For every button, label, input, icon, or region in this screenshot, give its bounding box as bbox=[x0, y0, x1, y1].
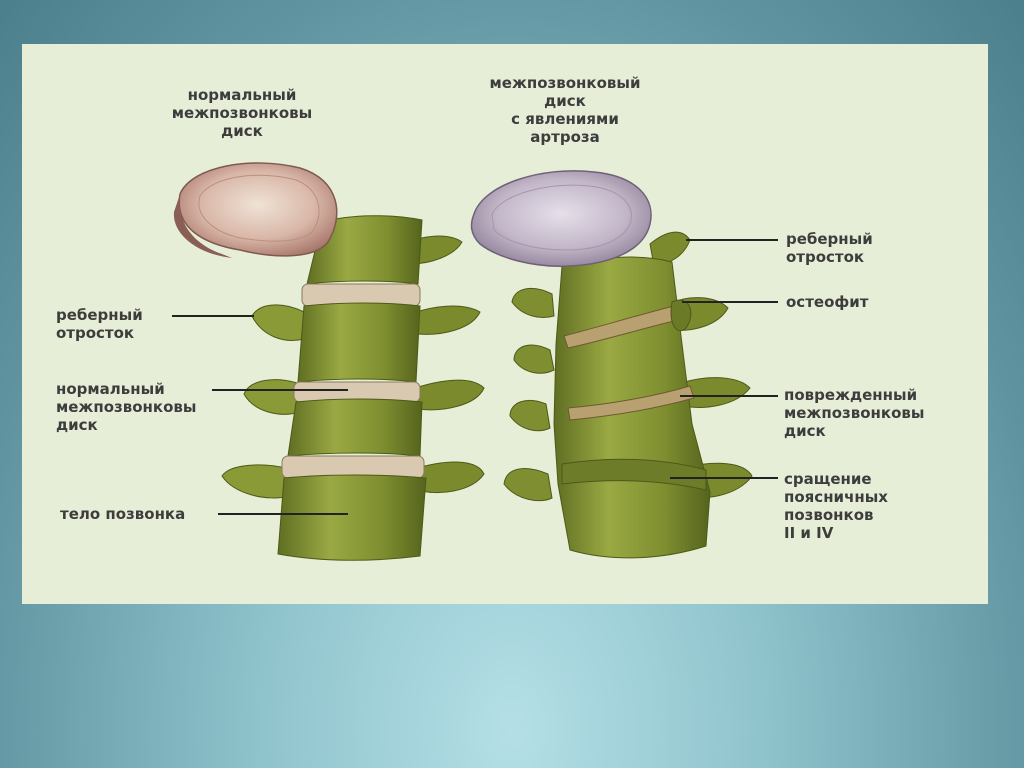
normal-disc-top bbox=[178, 162, 338, 257]
label-normal-disc-title: нормальный межпозвонковы диск bbox=[171, 86, 313, 140]
label-fusion: сращение поясничных позвонков II и IV bbox=[784, 470, 888, 542]
left-rib-process-2 bbox=[409, 305, 481, 335]
right-rib-process-d bbox=[503, 468, 553, 502]
left-rib-process-3 bbox=[411, 379, 485, 411]
left-rib-process-c bbox=[221, 464, 291, 499]
fusion-zone bbox=[561, 458, 707, 491]
right-rib-process-b bbox=[513, 344, 555, 374]
right-rib-process-a bbox=[511, 287, 555, 318]
vertebra-normal-1 bbox=[306, 215, 423, 285]
normal-spine bbox=[173, 162, 485, 561]
label-osteophyte: остеофит bbox=[786, 293, 869, 311]
label-damaged-disc: поврежденный межпозвонковы диск bbox=[784, 386, 925, 440]
normal-disc-rings bbox=[198, 174, 320, 242]
right-rib-process-3 bbox=[677, 377, 751, 408]
left-rib-process-4 bbox=[413, 461, 485, 494]
label-normal-disc-left: нормальный межпозвонковы диск bbox=[56, 380, 197, 434]
diagram-panel: нормальный межпозвонковы диск межпозвонк… bbox=[22, 44, 988, 604]
left-rib-process-b bbox=[243, 379, 301, 415]
label-rib-process-right: реберный отросток bbox=[786, 230, 873, 266]
left-rib-process-a bbox=[251, 304, 305, 341]
leader-lines bbox=[172, 239, 778, 515]
arthrosis-disc-rings bbox=[491, 184, 632, 251]
label-arthrosis-disc-title: межпозвонковый диск с явлениями артроза bbox=[489, 74, 641, 146]
vertebra-normal-4 bbox=[277, 474, 427, 561]
normal-disc-edge bbox=[173, 194, 232, 258]
arthrosis-spine bbox=[470, 170, 753, 559]
vertebra-normal-3 bbox=[287, 398, 423, 457]
spine-illustration bbox=[172, 162, 778, 561]
right-rib-process-c bbox=[509, 400, 551, 432]
label-vertebral-body: тело позвонка bbox=[60, 505, 186, 523]
vertebra-normal-2 bbox=[297, 302, 421, 383]
label-rib-process-left: реберный отросток bbox=[56, 306, 143, 342]
damaged-disc-2 bbox=[567, 385, 695, 421]
